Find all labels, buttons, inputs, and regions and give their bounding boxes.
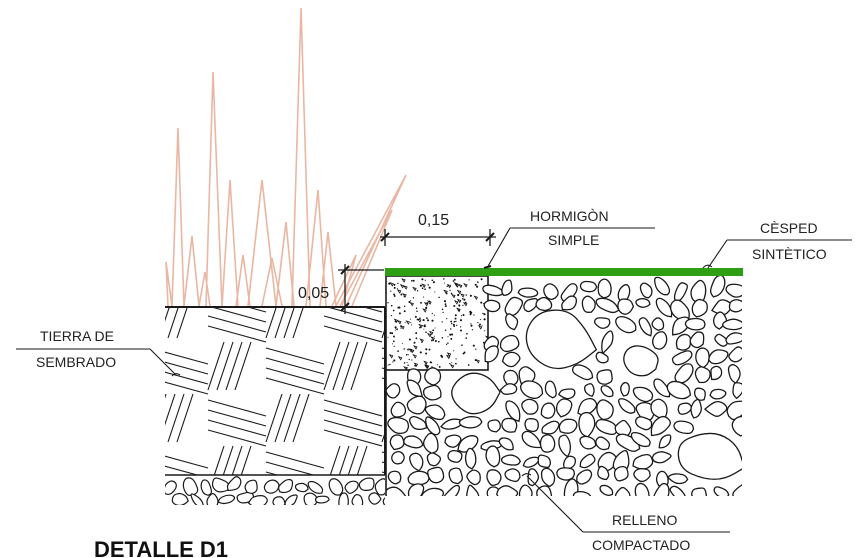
label-hormigon-line1: HORMIGÒN bbox=[530, 208, 609, 224]
label-tierra-line2: SEMBRADO bbox=[36, 354, 116, 370]
hormigon-simple-block bbox=[385, 275, 489, 371]
label-tierra-line1: TIERRA DE bbox=[40, 328, 114, 344]
leader-relleno bbox=[521, 473, 730, 533]
dimension-height-value: 0,05 bbox=[298, 285, 329, 302]
dimension-width bbox=[380, 229, 496, 246]
label-relleno-line1: RELLENO bbox=[612, 512, 677, 528]
label-hormigon-line2: SIMPLE bbox=[548, 232, 599, 248]
grass-illustration bbox=[165, 7, 407, 307]
leader-tierra bbox=[16, 348, 181, 377]
dimension-width-value: 0,15 bbox=[418, 212, 449, 229]
dimension-height bbox=[338, 264, 384, 314]
label-cesped-line1: CÈSPED bbox=[760, 220, 818, 236]
drawing-title: DETALLE D1 bbox=[94, 537, 228, 558]
cesped-sintetico-strip bbox=[385, 268, 743, 276]
label-relleno-line2: COMPACTADO bbox=[592, 537, 690, 553]
leader-cesped bbox=[702, 239, 852, 269]
relleno-compactado-block bbox=[385, 276, 742, 496]
leader-hormigon bbox=[483, 227, 655, 269]
label-cesped-line2: SINTÈTICO bbox=[752, 246, 827, 262]
tierra-de-sembrado-block bbox=[165, 306, 386, 505]
